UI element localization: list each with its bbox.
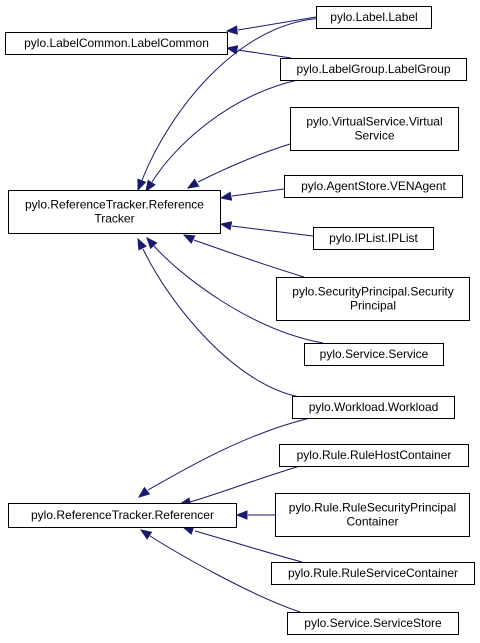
- class-node-box: [271, 562, 475, 585]
- class-node-label: pylo.LabelCommon.LabelCommon: [24, 36, 209, 50]
- class-node-virtual-service[interactable]: pylo.VirtualService.VirtualService: [290, 107, 459, 151]
- edge-line: [149, 535, 301, 613]
- class-node-ip-list[interactable]: pylo.IPList.IPList: [313, 227, 434, 250]
- edge-line: [147, 417, 311, 491]
- class-node-label: pylo.Label.Label: [330, 10, 417, 24]
- class-node-box: [284, 175, 463, 198]
- class-node-label: pylo.AgentStore.VENAgent: [301, 179, 446, 193]
- class-node-label: pylo.ReferenceTracker.Reference: [25, 198, 204, 212]
- class-node-label: pylo.Service.Service: [320, 347, 429, 361]
- class-node-referencer[interactable]: pylo.ReferenceTracker.Referencer: [8, 503, 237, 528]
- class-node-security-principal[interactable]: pylo.SecurityPrincipal.SecurityPrincipal: [276, 277, 470, 321]
- edge-line: [231, 188, 285, 197]
- edge-arrowhead: [137, 178, 147, 192]
- class-node-label: pylo.LabelGroup.LabelGroup: [296, 62, 450, 76]
- inheritance-edge-virtual-service-to-reference-tracker: [186, 143, 291, 189]
- edge-line: [142, 248, 301, 398]
- class-node-service-store[interactable]: pylo.Service.ServiceStore: [287, 612, 459, 635]
- edge-arrowhead: [137, 237, 147, 251]
- class-node-reference-tracker[interactable]: pylo.ReferenceTracker.ReferenceTracker: [8, 190, 221, 234]
- inheritance-edge-ip-list-to-reference-tracker: [219, 221, 314, 237]
- edge-line: [231, 225, 314, 237]
- edges-layer: [137, 16, 327, 613]
- inheritance-edge-label-to-reference-tracker: [137, 17, 327, 192]
- class-node-box: [290, 107, 459, 151]
- class-node-box: [279, 444, 469, 467]
- class-node-box: [276, 277, 470, 321]
- class-node-ven-agent[interactable]: pylo.AgentStore.VENAgent: [284, 175, 463, 198]
- class-node-label: pylo.Rule.RuleServiceContainer: [288, 566, 458, 580]
- nodes-layer: pylo.LabelCommon.LabelCommon pylo.Label.L…: [5, 6, 475, 635]
- class-node-rule-service-container[interactable]: pylo.Rule.RuleServiceContainer: [271, 562, 475, 585]
- inheritance-edge-rule-security-principal-container-to-referencer: [235, 510, 275, 520]
- class-node-workload[interactable]: pylo.Workload.Workload: [292, 396, 455, 419]
- class-node-box: [280, 58, 467, 81]
- edge-arrowhead: [186, 178, 200, 189]
- class-node-label-common[interactable]: pylo.LabelCommon.LabelCommon: [5, 32, 228, 55]
- class-node-label: pylo.SecurityPrincipal.Security: [292, 285, 453, 299]
- edge-line: [193, 239, 305, 278]
- inheritance-edge-workload-to-referencer: [137, 417, 311, 498]
- class-node-label-group[interactable]: pylo.LabelGroup.LabelGroup: [280, 58, 467, 81]
- inheritance-edge-label-group-to-label-common: [225, 45, 292, 59]
- class-node-rule-host-container[interactable]: pylo.Rule.RuleHostContainer: [279, 444, 469, 467]
- inheritance-edge-security-principal-to-reference-tracker: [182, 234, 305, 278]
- edge-arrowhead: [219, 221, 233, 231]
- class-node-label: pylo.Service.ServiceStore: [304, 616, 442, 630]
- class-node-box: [304, 343, 444, 366]
- class-node-label[interactable]: pylo.Label.Label: [316, 6, 432, 29]
- edge-line: [151, 79, 299, 183]
- class-node-label: Service: [354, 129, 394, 143]
- edge-line: [197, 143, 291, 183]
- class-node-label: pylo.ReferenceTracker.Referencer: [31, 508, 214, 522]
- edge-arrowhead: [145, 179, 156, 193]
- edge-arrowhead: [182, 234, 196, 244]
- edge-line: [237, 16, 317, 31]
- inheritance-edge-label-group-to-reference-tracker: [145, 79, 299, 193]
- class-node-service[interactable]: pylo.Service.Service: [304, 343, 444, 366]
- inheritance-edge-ven-agent-to-reference-tracker: [219, 188, 285, 201]
- inheritance-edge-label-to-label-common: [225, 16, 317, 35]
- edge-line: [194, 530, 303, 563]
- edge-arrowhead: [219, 191, 233, 201]
- edge-arrowhead: [225, 45, 239, 55]
- class-node-label: pylo.Rule.RuleSecurityPrincipal: [289, 501, 456, 515]
- edge-arrowhead: [137, 486, 151, 498]
- class-node-box: [275, 493, 470, 537]
- class-node-box: [316, 6, 432, 29]
- class-node-label: pylo.IPList.IPList: [329, 231, 418, 245]
- class-node-box: [8, 190, 221, 234]
- edge-line: [237, 49, 292, 59]
- edge-arrowhead: [225, 25, 238, 35]
- class-node-box: [8, 503, 237, 528]
- class-node-label: Tracker: [94, 212, 134, 226]
- class-node-box: [292, 396, 455, 419]
- class-node-label: pylo.Rule.RuleHostContainer: [297, 448, 452, 462]
- class-node-box: [287, 612, 459, 635]
- inheritance-edge-service-to-reference-tracker: [146, 236, 324, 344]
- class-node-label: Container: [346, 515, 398, 529]
- class-node-box: [313, 227, 434, 250]
- edge-arrowhead: [235, 510, 248, 520]
- edge-line: [153, 245, 324, 344]
- edge-arrowhead: [139, 529, 153, 540]
- class-node-label: Principal: [350, 299, 396, 313]
- edge-line: [189, 465, 301, 503]
- class-node-box: [5, 32, 228, 55]
- edge-line: [141, 17, 327, 181]
- class-node-label: pylo.Workload.Workload: [309, 400, 439, 414]
- class-node-label: pylo.VirtualService.Virtual: [306, 115, 442, 129]
- inheritance-edge-workload-to-reference-tracker: [137, 237, 301, 398]
- edge-arrowhead: [146, 236, 158, 250]
- inheritance-edge-service-store-to-referencer: [139, 529, 301, 613]
